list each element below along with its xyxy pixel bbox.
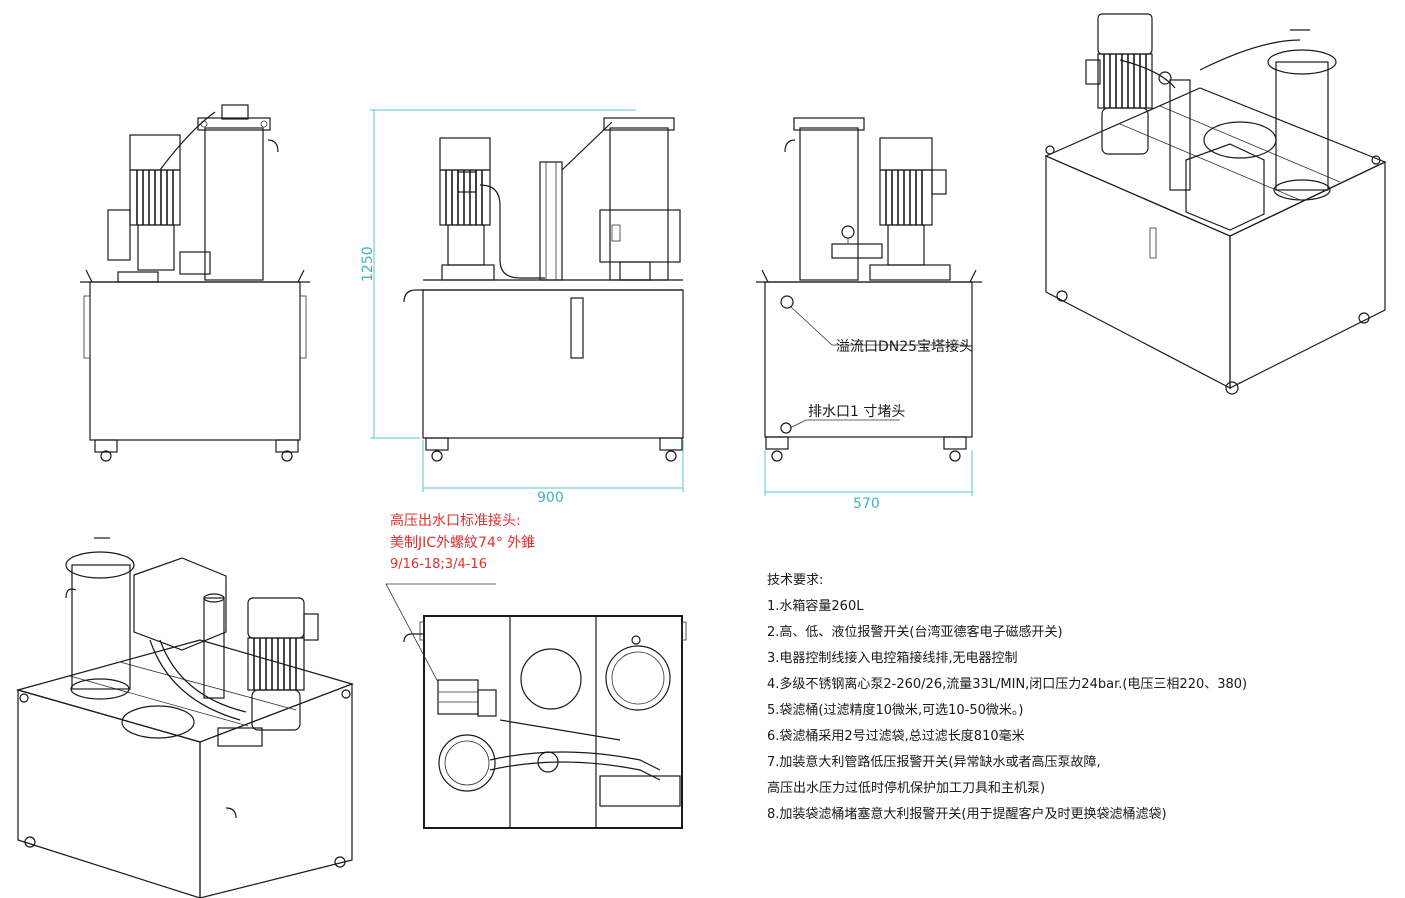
jic-connector-note: 高压出水口标准接头: 美制JIC外螺紋74° 外錐 9/16-18;3/4-16 [390, 510, 535, 576]
technical-requirements: 技术要求: 1.水箱容量260L 2.高、低、液位报警开关(台湾亚德客电子磁感开… [767, 568, 1387, 828]
overflow-callout: 溢流口DN25宝塔接头 [836, 338, 973, 355]
tech-item-1: 1.水箱容量260L [767, 599, 864, 614]
drain-callout: 排水口1 寸堵头 [808, 404, 905, 420]
tech-item-7-cont: 高压出水压力过低时停机保护加工刀具和主机泵) [767, 781, 1046, 796]
tech-item-2: 2.高、低、液位报警开关(台湾亚德客电子磁感开关) [767, 625, 1063, 640]
dim-depth: 570 [764, 450, 973, 512]
isometric-view-left [15, 537, 354, 898]
dim-height: 1250 [360, 109, 636, 439]
dim-width-label: 900 [537, 490, 564, 506]
jic-note-line3: 9/16-18;3/4-16 [390, 557, 487, 572]
tech-item-4: 4.多级不锈钢离心泵2-260/26,流量33L/MIN,闭口压力24bar.(… [767, 677, 1248, 692]
dim-height-label: 1250 [360, 246, 376, 282]
tech-item-7: 7.加装意大利管路低压报警开关(异常缺水或者高压泵故障, [767, 755, 1101, 770]
jic-note-line2: 美制JIC外螺紋74° 外錐 [390, 535, 536, 551]
tech-item-3: 3.电器控制线接入电控箱接线排,无电器控制 [767, 651, 1018, 666]
jic-note-line1: 高压出水口标准接头: [390, 513, 521, 529]
tech-item-5: 5.袋滤桶(过滤精度10微米,可选10-50微米。) [767, 703, 1024, 718]
side-view-left [80, 104, 310, 462]
isometric-view-right [1044, 13, 1387, 395]
tech-item-8: 8.加装袋滤桶堵塞意大利报警开关(用于提醒客户及时更换袋滤桶滤袋) [767, 807, 1167, 822]
top-view [385, 583, 687, 829]
side-view-right: 溢流口DN25宝塔接头 排水口1 寸堵头 [756, 117, 982, 462]
dim-width: 900 [422, 440, 684, 506]
tech-title: 技术要求: [767, 573, 824, 588]
front-view [403, 117, 684, 462]
dim-depth-label: 570 [853, 496, 880, 512]
tech-item-6: 6.袋滤桶采用2号过滤袋,总过滤长度810毫米 [767, 729, 1025, 744]
